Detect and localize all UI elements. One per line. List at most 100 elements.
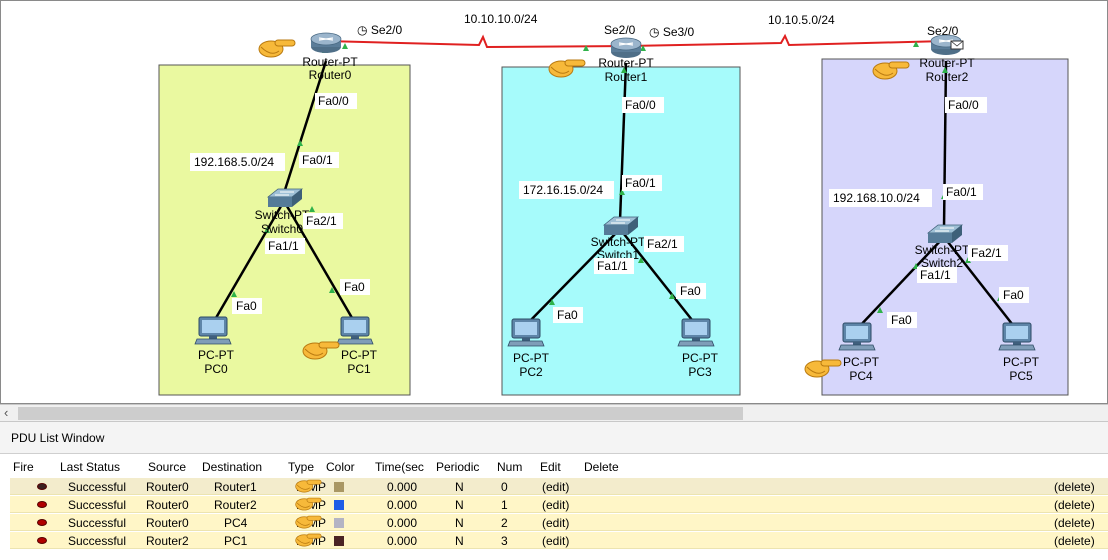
column-header-fire[interactable]: Fire <box>13 460 34 474</box>
link-sw1-pc3[interactable] <box>619 228 697 326</box>
column-header-time[interactable]: Time(sec <box>375 460 424 474</box>
fire-status-led-icon[interactable] <box>37 483 47 490</box>
column-header-last-status[interactable]: Last Status <box>60 460 121 474</box>
table-row[interactable]: Successful Router0 Router1 ICMP 0.000 N … <box>10 478 1108 495</box>
cell-source: Router2 <box>146 534 189 548</box>
table-row[interactable]: Successful Router0 Router2 ICMP 0.000 N … <box>10 496 1108 513</box>
link-sw1-pc2[interactable] <box>525 228 621 326</box>
device-name: Router2 <box>926 70 969 84</box>
cell-time: 0.000 <box>387 498 418 512</box>
link-r0-sw0[interactable] <box>282 60 328 194</box>
link-sw0-pc1[interactable] <box>282 200 357 324</box>
edit-link[interactable]: (edit) <box>542 480 570 494</box>
cell-last-status: Successful <box>68 516 127 530</box>
horizontal-scrollbar[interactable]: ‹ <box>0 404 1108 422</box>
network-label: 192.168.10.0/24 <box>833 191 920 205</box>
link-sw2-pc4[interactable] <box>856 236 945 330</box>
table-row[interactable]: Successful Router2 PC1 ICMP 0.000 N 3 (e… <box>10 532 1108 549</box>
port-label: Fa0/0 <box>318 94 349 108</box>
device-model: PC-PT <box>682 351 719 365</box>
color-swatch <box>334 500 344 510</box>
scroll-left-icon[interactable]: ‹ <box>4 405 9 420</box>
cell-destination: Router2 <box>214 498 257 512</box>
column-header-destination[interactable]: Destination <box>202 460 263 474</box>
pdu-window-title-bar: PDU List Window <box>0 422 1108 454</box>
port-label: Fa0/1 <box>946 185 977 199</box>
port-label: Fa1/1 <box>597 259 628 273</box>
network-label: 192.168.5.0/24 <box>194 155 274 169</box>
pdu-window-title: PDU List Window <box>11 431 105 445</box>
cell-num: 1 <box>501 498 508 512</box>
delete-link[interactable]: (delete) <box>1054 516 1095 530</box>
serial-link-r0-r1[interactable] <box>325 34 632 49</box>
cell-num: 3 <box>501 534 508 548</box>
port-label: Se2/0 <box>604 23 636 37</box>
device-model: PC-PT <box>843 355 880 369</box>
pc2-icon[interactable] <box>507 318 545 347</box>
scrollbar-thumb[interactable] <box>18 407 743 420</box>
serial-link-r1-r2[interactable] <box>630 33 947 47</box>
fire-status-led-icon[interactable] <box>37 519 47 526</box>
network-label: 10.10.5.0/24 <box>768 13 835 27</box>
delete-link[interactable]: (delete) <box>1054 534 1095 548</box>
cell-last-status: Successful <box>68 534 127 548</box>
color-swatch <box>334 518 344 528</box>
edit-link[interactable]: (edit) <box>542 534 570 548</box>
cell-periodic: N <box>455 516 464 530</box>
device-name: Switch0 <box>261 222 303 236</box>
column-header-delete[interactable]: Delete <box>584 460 619 474</box>
table-row[interactable]: Successful Router0 PC4 ICMP 0.000 N 2 (e… <box>10 514 1108 531</box>
port-label: Fa0/0 <box>625 98 656 112</box>
link-sw0-pc0[interactable] <box>211 200 286 324</box>
delete-link[interactable]: (delete) <box>1054 498 1095 512</box>
column-header-edit[interactable]: Edit <box>540 460 561 474</box>
cell-last-status: Successful <box>68 498 127 512</box>
cell-num: 0 <box>501 480 508 494</box>
cell-destination: Router1 <box>214 480 257 494</box>
column-header-type[interactable]: Type <box>288 460 315 474</box>
pc5-icon[interactable] <box>998 322 1036 351</box>
port-label: Fa2/1 <box>971 246 1002 260</box>
pc0-icon[interactable] <box>194 316 232 345</box>
port-label: Fa0 <box>1003 288 1024 302</box>
port-label: Fa0 <box>680 284 701 298</box>
topology-canvas[interactable]: 10.10.10.0/24 10.10.5.0/24 192.168.5.0/2… <box>1 1 1108 404</box>
device-name: PC2 <box>519 365 543 379</box>
delete-link[interactable]: (delete) <box>1054 480 1095 494</box>
device-model: PC-PT <box>513 351 550 365</box>
topology-workspace[interactable]: 10.10.10.0/24 10.10.5.0/24 192.168.5.0/2… <box>0 0 1108 404</box>
hand-pointer-icon <box>295 533 322 547</box>
hand-pointer-icon <box>295 479 322 493</box>
fire-status-led-icon[interactable] <box>37 501 47 508</box>
port-label: Fa0 <box>344 280 365 294</box>
edit-link[interactable]: (edit) <box>542 516 570 530</box>
network-label: 172.16.15.0/24 <box>523 183 603 197</box>
port-label: Fa0 <box>891 313 912 327</box>
device-model: PC-PT <box>1003 355 1040 369</box>
cell-last-status: Successful <box>68 480 127 494</box>
column-header-num[interactable]: Num <box>497 460 523 474</box>
pc1-icon[interactable] <box>336 316 374 345</box>
pc4-icon[interactable] <box>838 322 876 351</box>
fire-status-led-icon[interactable] <box>37 537 47 544</box>
edit-link[interactable]: (edit) <box>542 498 570 512</box>
device-name: PC0 <box>204 362 228 376</box>
router0-icon[interactable] <box>310 32 342 54</box>
hand-pointer-icon <box>295 515 322 529</box>
port-label: Fa0/0 <box>948 98 979 112</box>
port-label: Se2/0 <box>927 24 959 38</box>
link-r2-sw2[interactable] <box>942 60 948 230</box>
port-label: Fa0/1 <box>302 153 333 167</box>
color-swatch <box>334 482 344 492</box>
device-model: PC-PT <box>341 348 378 362</box>
router1-icon[interactable] <box>610 37 642 59</box>
link-sw2-pc5[interactable] <box>943 236 1017 330</box>
column-header-periodic[interactable]: Periodic <box>436 460 480 474</box>
cell-time: 0.000 <box>387 480 418 494</box>
column-header-source[interactable]: Source <box>148 460 187 474</box>
device-model: Switch-PT <box>255 208 310 222</box>
pc3-icon[interactable] <box>677 318 715 347</box>
cell-source: Router0 <box>146 516 189 530</box>
column-header-color[interactable]: Color <box>326 460 355 474</box>
port-label: Fa1/1 <box>268 239 299 253</box>
